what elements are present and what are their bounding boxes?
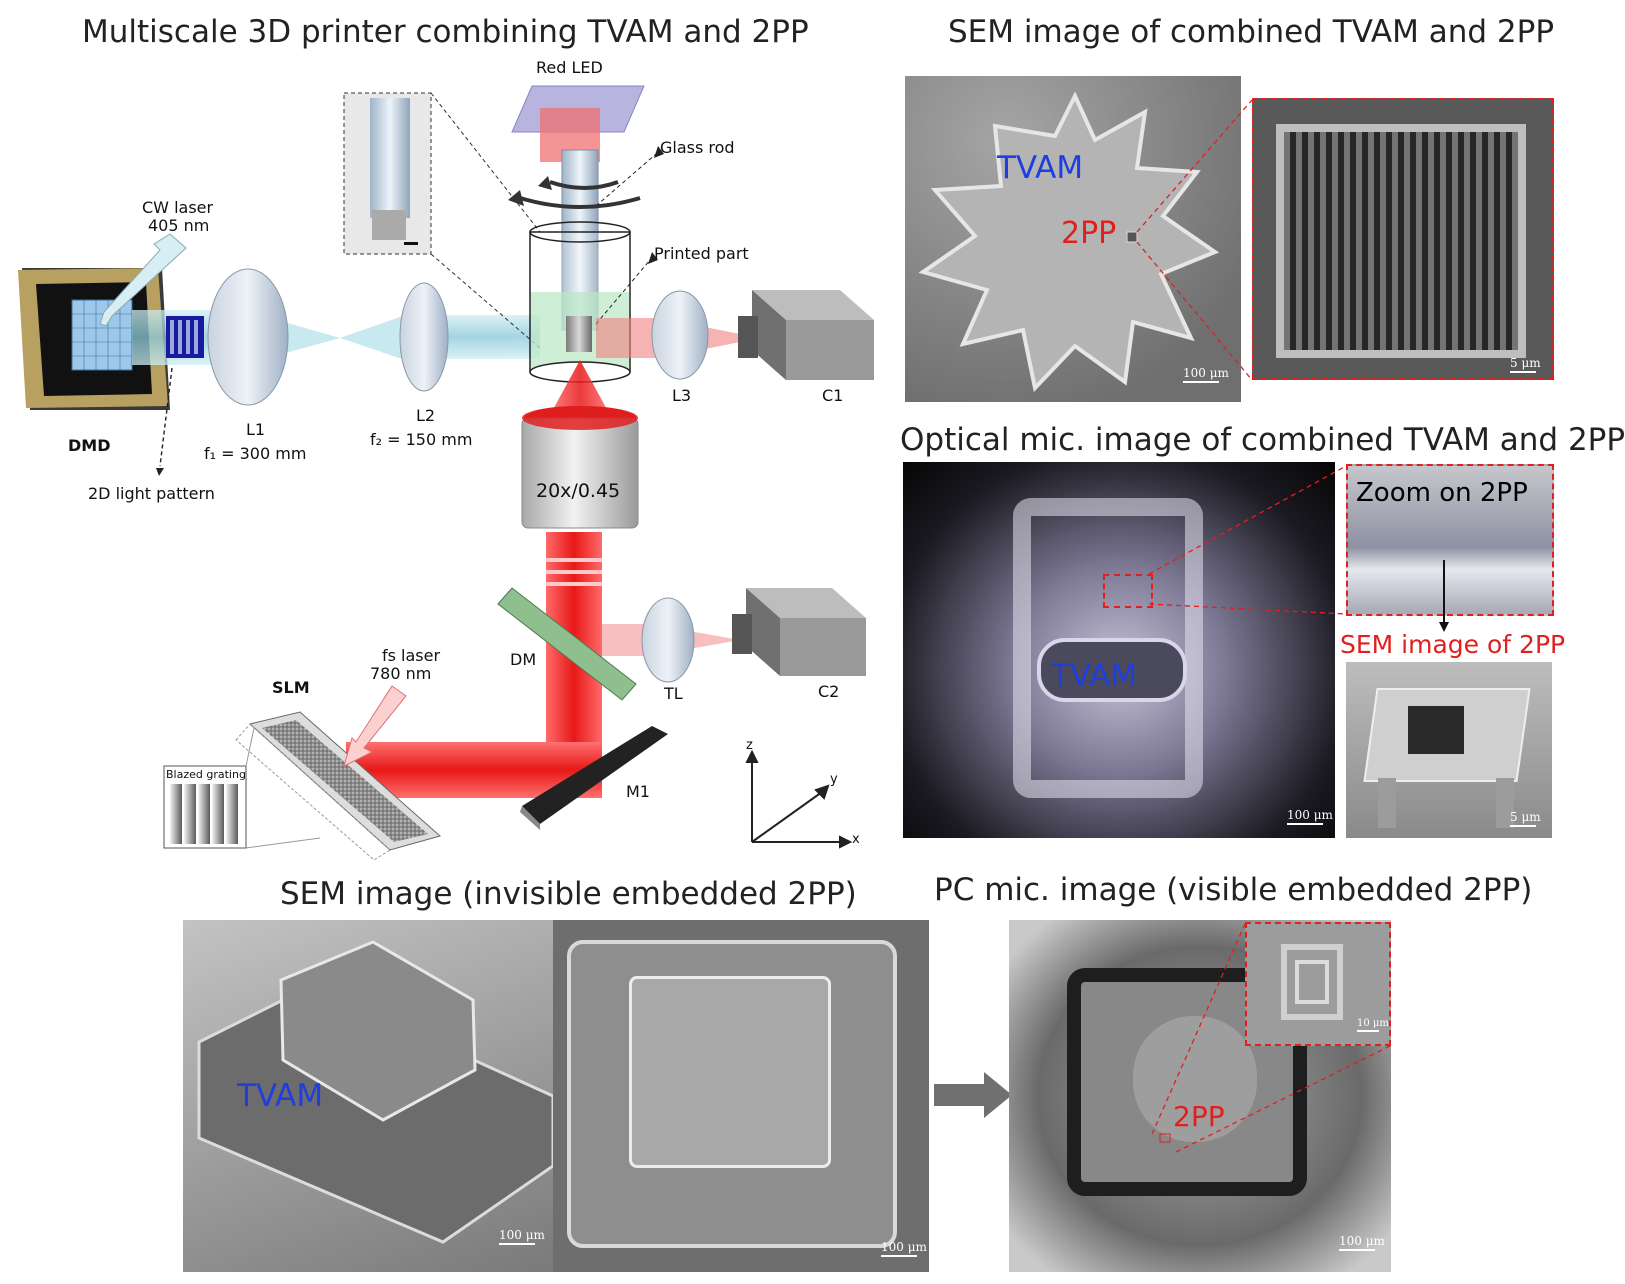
objective: [521, 406, 639, 529]
printed-part-label: Printed part: [654, 244, 749, 263]
slm-label: SLM: [272, 678, 310, 697]
l2-label: L2: [416, 406, 436, 425]
sem-2pp-zoom-image: 5 μm: [1252, 98, 1554, 380]
dichroic-mirror: [497, 587, 637, 701]
sem-of-2pp-label: SEM image of 2PP: [1340, 630, 1566, 659]
sem-tvam-tilted-image: TVAM 100 μm: [183, 920, 555, 1272]
optical-combined-image: TVAM 100 μm: [903, 462, 1335, 838]
axis-x-label: x: [852, 832, 860, 847]
axes-indicator: [745, 749, 853, 849]
scalebar-pc: 100 μm: [1339, 1234, 1385, 1251]
fs-laser-label: fs laser: [382, 646, 441, 665]
tvam-label-optical: TVAM: [1051, 658, 1138, 694]
cw-laser-wavelength: 405 nm: [148, 216, 210, 235]
sem-2pp-structure-image: 5 μm: [1346, 662, 1552, 838]
blazed-grating-label: Blazed grating: [166, 768, 246, 781]
blazed-grating-inset: [163, 727, 321, 849]
printer-schematic: [18, 85, 874, 861]
scalebar-sem-tilted: 100 μm: [499, 1228, 545, 1245]
sem-invisible-title: SEM image (invisible embedded 2PP): [280, 876, 857, 912]
cw-laser-label: CW laser: [142, 198, 214, 217]
light-pattern-label: 2D light pattern: [88, 484, 215, 503]
camera-c1: [738, 290, 874, 380]
lens-tl: [641, 597, 695, 683]
lens-l2: [399, 282, 449, 392]
dm-label: DM: [510, 650, 537, 669]
twopp-label-sem: 2PP: [1061, 216, 1117, 251]
f2-label: f₂ = 150 mm: [370, 430, 473, 449]
sem-combined-image: TVAM 2PP 100 μm: [905, 76, 1241, 402]
tvam-label-sem: TVAM: [997, 150, 1084, 186]
pc-visible-title: PC mic. image (visible embedded 2PP): [934, 872, 1533, 908]
axis-z-label: z: [746, 738, 753, 753]
optical-combined-title: Optical mic. image of combined TVAM and …: [900, 422, 1625, 458]
fs-laser-arrow: [343, 685, 407, 767]
cw-laser-arrow: [99, 233, 187, 327]
glass-rod-label: Glass rod: [660, 138, 735, 157]
zoom-on-2pp-image: Zoom on 2PP: [1346, 464, 1554, 616]
c1-label: C1: [822, 386, 844, 405]
tl-label: TL: [664, 684, 683, 703]
slm-device: [235, 711, 442, 861]
tvam-label-bottom: TVAM: [237, 1078, 324, 1114]
dmd-label: DMD: [68, 436, 111, 455]
m1-label: M1: [626, 782, 650, 801]
zoom-on-2pp-label: Zoom on 2PP: [1356, 478, 1528, 508]
sem-combined-title: SEM image of combined TVAM and 2PP: [948, 14, 1555, 50]
twopp-label-pc: 2PP: [1173, 1100, 1225, 1133]
light-pattern-block: [166, 316, 204, 358]
l1-label: L1: [246, 420, 266, 439]
l3-label: L3: [672, 386, 692, 405]
optical-zoom-box: [1103, 574, 1153, 608]
scalebar-sem-zoom: 5 μm: [1510, 356, 1541, 373]
fs-laser-wavelength: 780 nm: [370, 664, 432, 683]
lens-l3: [651, 290, 709, 380]
scalebar-pc-zoom: 10 μm: [1357, 1018, 1389, 1032]
sem-tvam-top-image: 100 μm: [553, 920, 929, 1272]
dmd-chip: [18, 268, 170, 410]
axis-y-label: y: [830, 772, 838, 787]
f1-label: f₁ = 300 mm: [204, 444, 307, 463]
camera-c2: [732, 588, 866, 676]
scalebar-sem-2pp: 5 μm: [1510, 810, 1541, 827]
scalebar-optical: 100 μm: [1287, 808, 1333, 825]
pc-2pp-zoom-image: 10 μm: [1245, 922, 1391, 1046]
glass-rod-inset: [343, 92, 541, 349]
mirror-m1: [522, 726, 668, 824]
red-led-label: Red LED: [536, 58, 603, 77]
c2-label: C2: [818, 682, 840, 701]
scalebar-sem-combined: 100 μm: [1183, 366, 1229, 383]
objective-label: 20x/0.45: [536, 480, 621, 502]
lens-l1: [207, 268, 289, 406]
printer-title: Multiscale 3D printer combining TVAM and…: [82, 14, 809, 50]
scalebar-sem-top: 100 μm: [881, 1240, 927, 1257]
